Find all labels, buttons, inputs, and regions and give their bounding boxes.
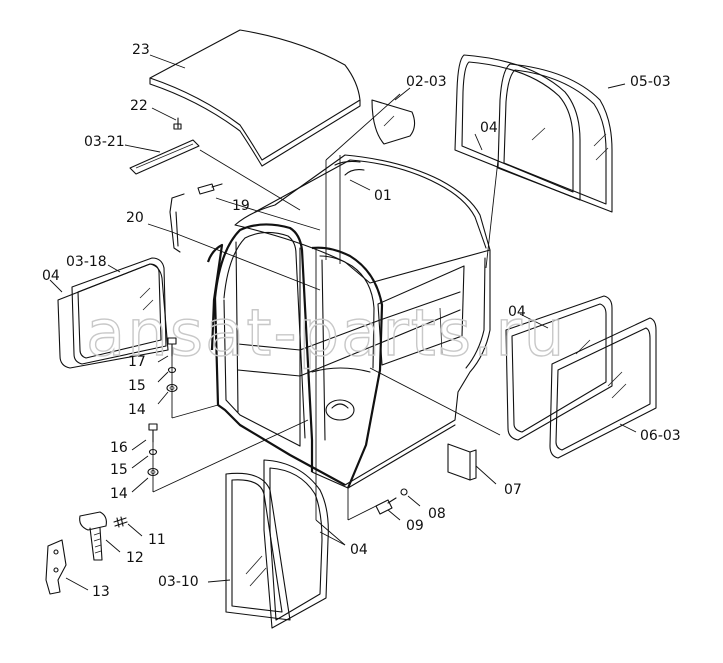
label-03-18: 03-18 [66,254,107,270]
label-16: 16 [110,440,128,456]
label-02-03: 02-03 [406,74,447,90]
cab-frame-01 [206,154,491,489]
bracket-13 [45,539,67,595]
label-15-b: 15 [110,462,128,478]
label-03-10: 03-10 [158,574,199,590]
glass-05-03 [497,63,613,213]
label-14-a: 14 [128,402,146,418]
fastener-17 [167,337,177,357]
roof-panel-23 [149,29,361,167]
label-03-21: 03-21 [84,134,125,150]
pin-08 [400,488,408,496]
watermark-text: ansat-parts.ru [86,297,566,371]
label-20: 20 [126,210,144,226]
hinge-12 [79,511,107,561]
glass-06-03 [549,317,657,459]
leader-lines [49,54,637,591]
label-05-03: 05-03 [630,74,671,90]
label-22: 22 [130,98,148,114]
glass-03-10 [225,472,291,621]
glass-04-door [263,459,329,629]
hinge-pin-11 [113,516,128,528]
striker-09 [375,497,397,515]
label-17: 17 [128,354,146,370]
label-04-top: 04 [480,120,498,136]
glass-03-18 [71,257,167,365]
fastener-16 [148,423,158,443]
label-04-right: 04 [508,304,526,320]
small-window-02-03 [371,99,416,145]
label-08: 08 [428,506,446,522]
seal-strip-03-21 [129,139,200,175]
label-04-bottom: 04 [350,542,368,558]
label-04-left: 04 [42,268,60,284]
label-07: 07 [504,482,522,498]
part-labels: 23 22 03-21 02-03 05-03 04 01 19 20 03-1… [42,42,681,600]
label-06-03: 06-03 [640,428,681,444]
label-09: 09 [406,518,424,534]
bolt-19 [197,183,223,195]
label-01: 01 [374,188,392,204]
label-13: 13 [92,584,110,600]
label-11: 11 [148,532,166,548]
glass-04-left [57,263,169,369]
glass-04-upper [454,54,581,201]
label-15-a: 15 [128,378,146,394]
handrail-20 [169,193,185,253]
screw-22 [173,117,182,130]
label-12: 12 [126,550,144,566]
label-23: 23 [132,42,150,58]
label-14-b: 14 [110,486,128,502]
plate-07 [447,443,477,481]
label-19: 19 [232,198,250,214]
